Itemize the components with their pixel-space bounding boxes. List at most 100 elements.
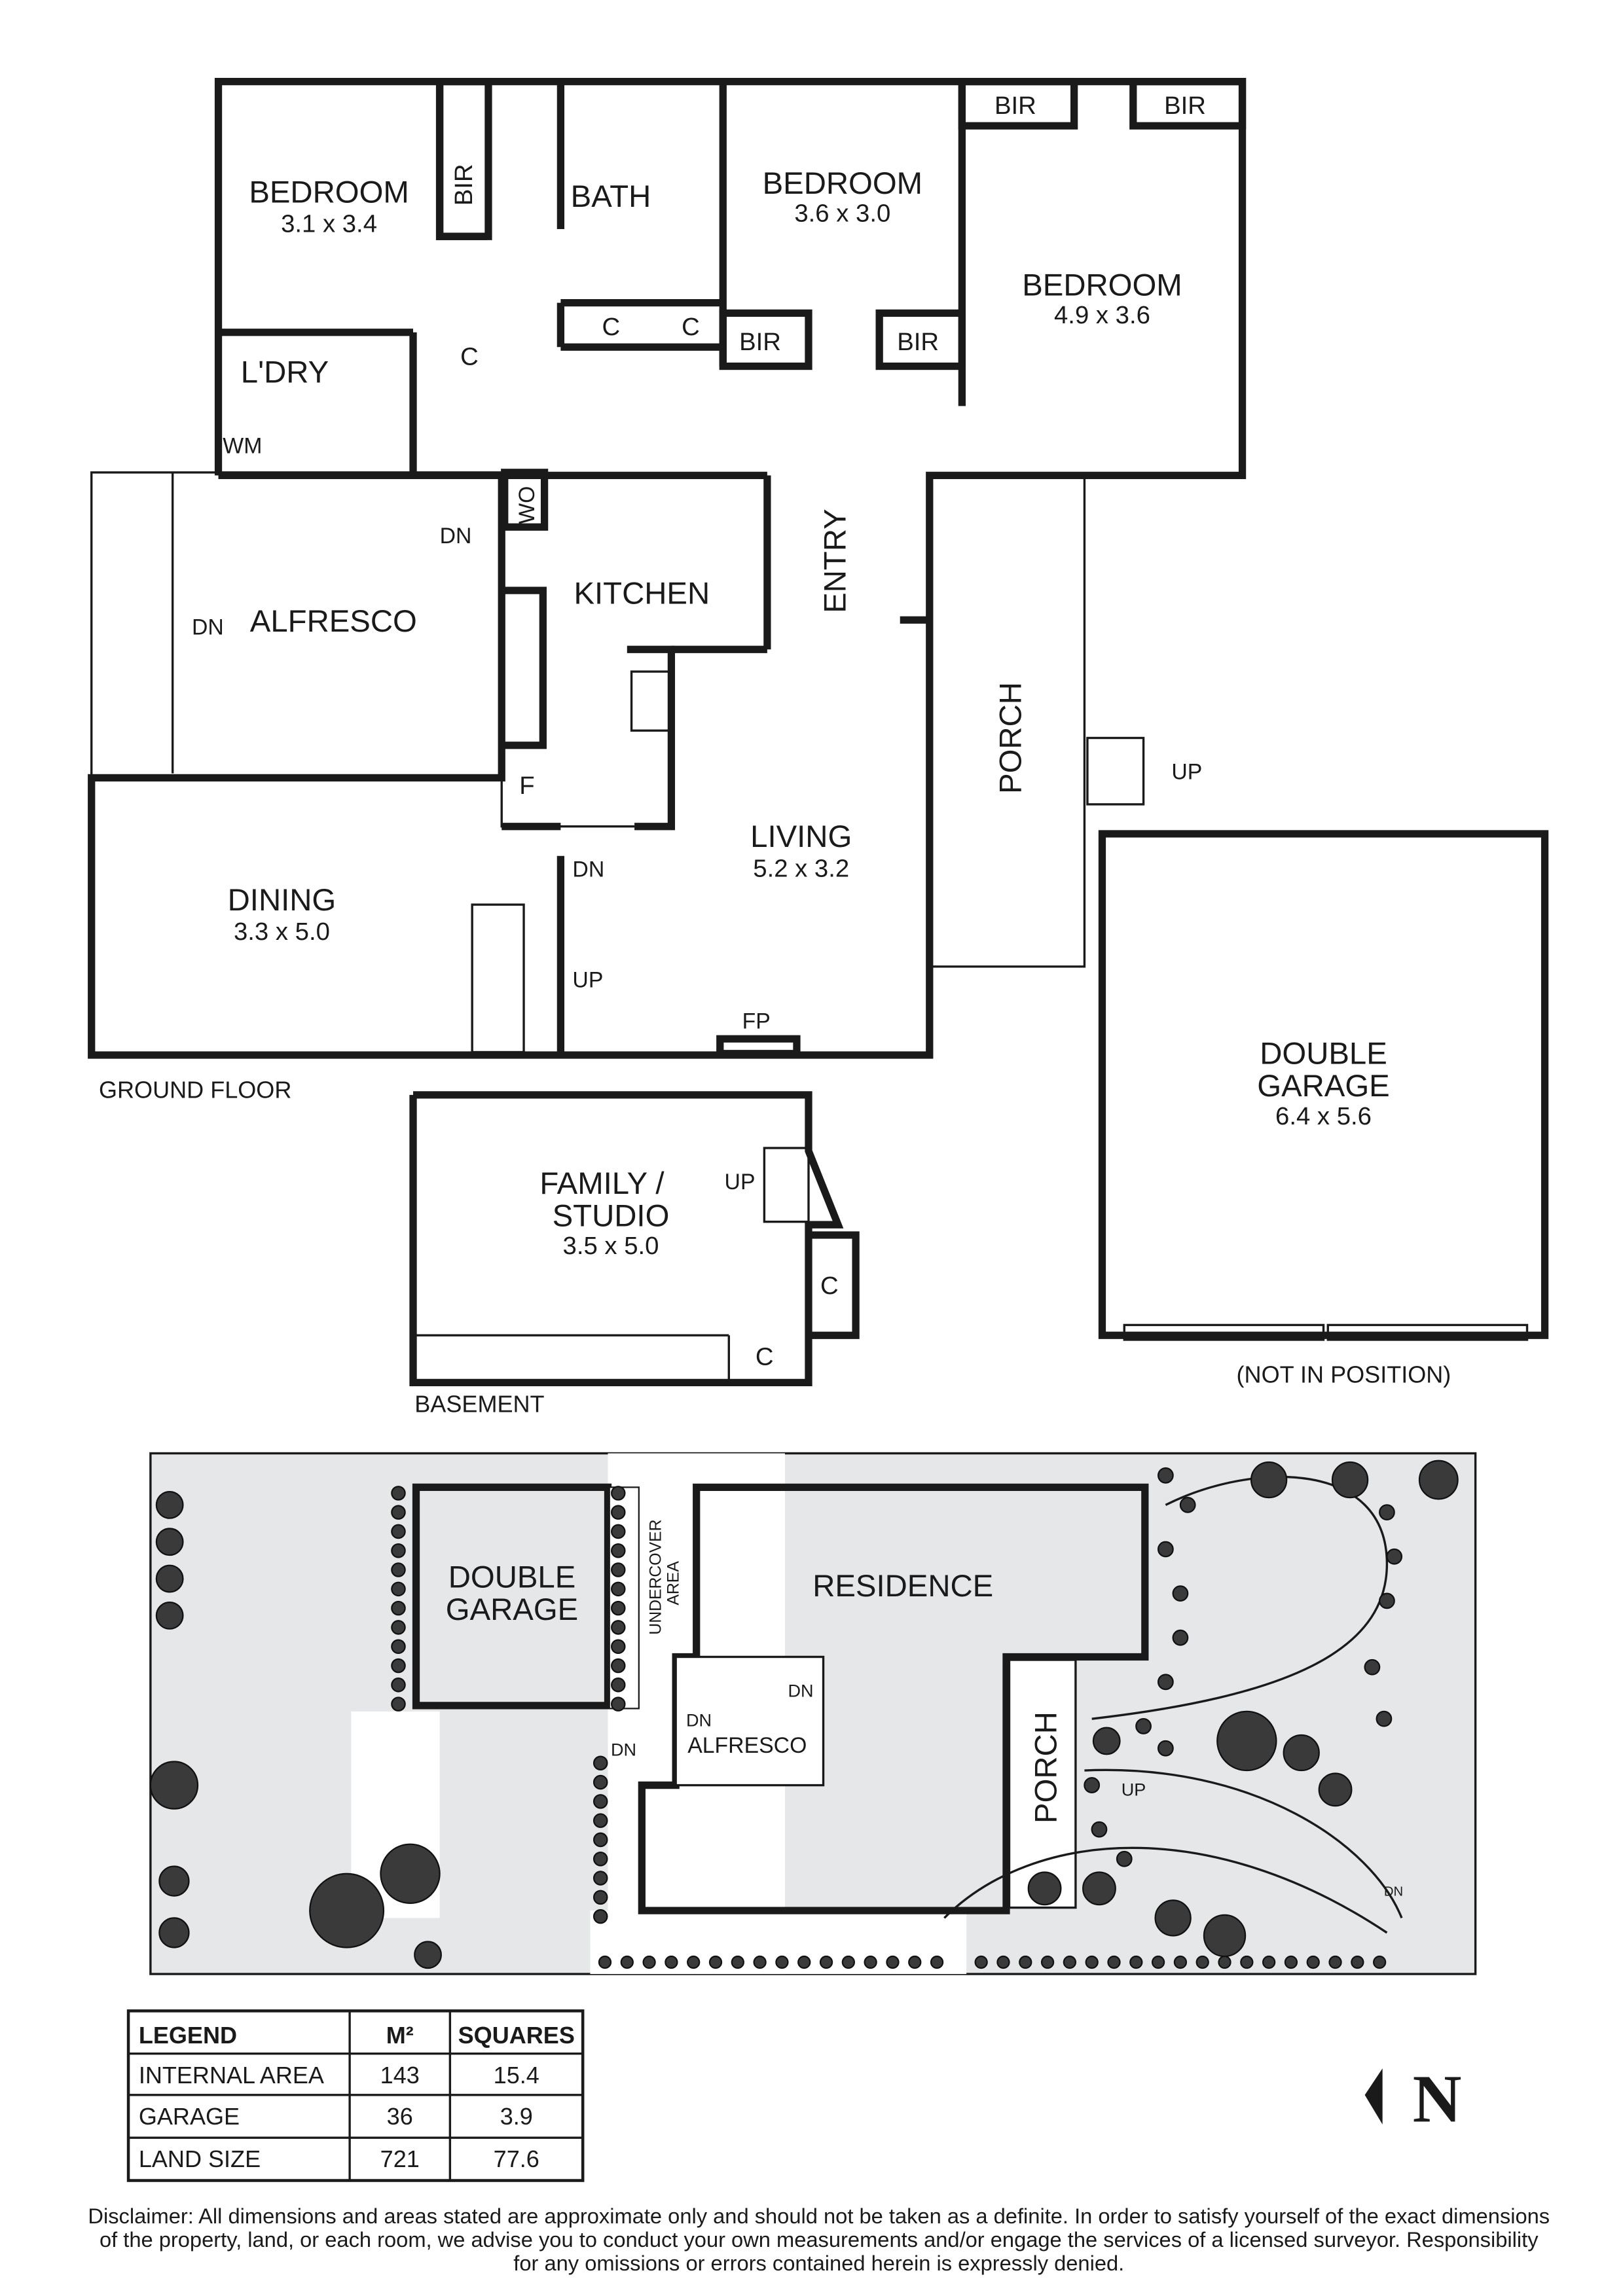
- legend-cell: 15.4: [494, 2062, 539, 2089]
- room-label-alfresco: ALFRESCO: [250, 604, 417, 639]
- tree-icon: [611, 1620, 626, 1635]
- legend-cell: INTERNAL AREA: [139, 2062, 324, 2089]
- tree-icon: [1203, 1914, 1247, 1958]
- tree-icon: [611, 1696, 626, 1712]
- site-label-residence: RESIDENCE: [812, 1569, 993, 1604]
- tree-icon: [1091, 1821, 1108, 1838]
- disclaimer-line: of the property, land, or each room, we …: [100, 2227, 1539, 2251]
- tree-icon: [1418, 1460, 1459, 1500]
- tree-icon: [1157, 1541, 1174, 1558]
- stairs-up-label: UP: [1171, 760, 1202, 785]
- disclaimer-line: for any omissions or errors contained he…: [513, 2251, 1124, 2275]
- tree-icon: [611, 1505, 626, 1520]
- stairs-up-label: UP: [572, 967, 603, 992]
- tree-icon: [642, 1955, 656, 1969]
- tree-icon: [974, 1955, 988, 1969]
- bir-label: BIR: [1164, 92, 1206, 120]
- tree-icon: [1129, 1955, 1143, 1969]
- tree-icon: [864, 1955, 877, 1969]
- garage-note: (NOT IN POSITION): [1237, 1361, 1451, 1388]
- tree-icon: [841, 1955, 855, 1969]
- tree-icon: [1240, 1955, 1254, 1969]
- cupboard-label: C: [682, 313, 700, 341]
- bir-label: BIR: [450, 164, 478, 206]
- tree-icon: [1216, 1710, 1277, 1772]
- tree-icon: [731, 1955, 744, 1969]
- tree-icon: [1306, 1955, 1320, 1969]
- room-label-porch: PORCH: [994, 682, 1029, 794]
- room-dims: 3.1 x 3.4: [281, 209, 377, 238]
- stairs-down-label: DN: [572, 857, 604, 882]
- north-arrow: N: [1364, 2062, 1462, 2136]
- tree-icon: [611, 1581, 626, 1597]
- tree-icon: [391, 1581, 406, 1597]
- tree-icon: [1173, 1955, 1188, 1969]
- legend-table: LEGEND M² SQUARES INTERNAL AREA 143 15.4…: [126, 2009, 585, 2182]
- tree-icon: [775, 1955, 789, 1969]
- room-label-laundry: L'DRY: [241, 355, 329, 389]
- cupboard-label: C: [820, 1272, 839, 1300]
- basement: FAMILY / STUDIO 3.5 x 5.0 UP C C BASEMEN…: [409, 1091, 860, 1417]
- room-dims: 5.2 x 3.2: [753, 854, 849, 882]
- tree-icon: [158, 1917, 190, 1948]
- site-stairs-down: DN: [611, 1740, 636, 1759]
- tree-icon: [611, 1639, 626, 1654]
- legend-cell: GARAGE: [139, 2103, 240, 2130]
- basement-caption: BASEMENT: [414, 1390, 544, 1417]
- stairs-up-label: UP: [725, 1170, 756, 1194]
- site-label-porch: PORCH: [1029, 1712, 1064, 1823]
- tree-icon: [753, 1955, 767, 1969]
- room-label-studio: STUDIO: [553, 1198, 670, 1233]
- stairs-down-label: DN: [192, 615, 224, 640]
- tree-icon: [665, 1955, 678, 1969]
- tree-icon: [1179, 1496, 1196, 1513]
- site-stairs-down: DN: [1384, 1885, 1403, 1899]
- tree-icon: [309, 1873, 385, 1948]
- room-label-garage: GARAGE: [1257, 1069, 1389, 1103]
- tree-icon: [1379, 1504, 1395, 1521]
- tree-icon: [611, 1658, 626, 1674]
- tree-icon: [1386, 1548, 1403, 1565]
- tree-icon: [1084, 1777, 1101, 1793]
- tree-icon: [593, 1909, 608, 1924]
- tree-icon: [908, 1955, 922, 1969]
- site-label-garage: GARAGE: [446, 1592, 578, 1627]
- tree-icon: [593, 1774, 608, 1790]
- fridge-label: F: [519, 772, 534, 800]
- tree-icon: [149, 1761, 199, 1810]
- site-label-area: AREA: [665, 1561, 683, 1605]
- room-label-bedroom: BEDROOM: [1022, 268, 1182, 302]
- tree-icon: [1027, 1871, 1062, 1906]
- room-label-bedroom: BEDROOM: [249, 175, 409, 209]
- bir-label: BIR: [739, 328, 781, 356]
- tree-icon: [593, 1890, 608, 1905]
- tree-icon: [1157, 1467, 1174, 1484]
- room-label-bath: BATH: [571, 179, 651, 214]
- tree-icon: [1262, 1955, 1276, 1969]
- tree-icon: [611, 1486, 626, 1501]
- north-label: N: [1413, 2062, 1462, 2136]
- room-dims: 3.3 x 5.0: [234, 918, 330, 946]
- tree-icon: [1364, 1659, 1381, 1676]
- site-label-alfresco: ALFRESCO: [687, 1733, 807, 1758]
- tree-icon: [1351, 1955, 1364, 1969]
- site-label-undercover: UNDERCOVER: [647, 1519, 665, 1634]
- tree-icon: [1379, 1592, 1395, 1609]
- tree-icon: [1331, 1461, 1369, 1499]
- tree-icon: [391, 1696, 406, 1712]
- tree-icon: [1218, 1955, 1231, 1969]
- tree-icon: [797, 1955, 811, 1969]
- tree-icon: [886, 1955, 900, 1969]
- tree-icon: [1172, 1629, 1189, 1646]
- legend-cell: 3.9: [500, 2103, 533, 2130]
- bir-label: BIR: [994, 92, 1036, 120]
- tree-icon: [1040, 1955, 1055, 1969]
- room-label-garage: DOUBLE: [1260, 1037, 1387, 1071]
- fireplace-label: FP: [742, 1009, 771, 1033]
- legend-header: SQUARES: [458, 2022, 575, 2049]
- tree-icon: [708, 1955, 723, 1969]
- legend-header: M²: [386, 2022, 414, 2049]
- tree-icon: [1376, 1710, 1393, 1727]
- tree-icon: [1172, 1585, 1189, 1602]
